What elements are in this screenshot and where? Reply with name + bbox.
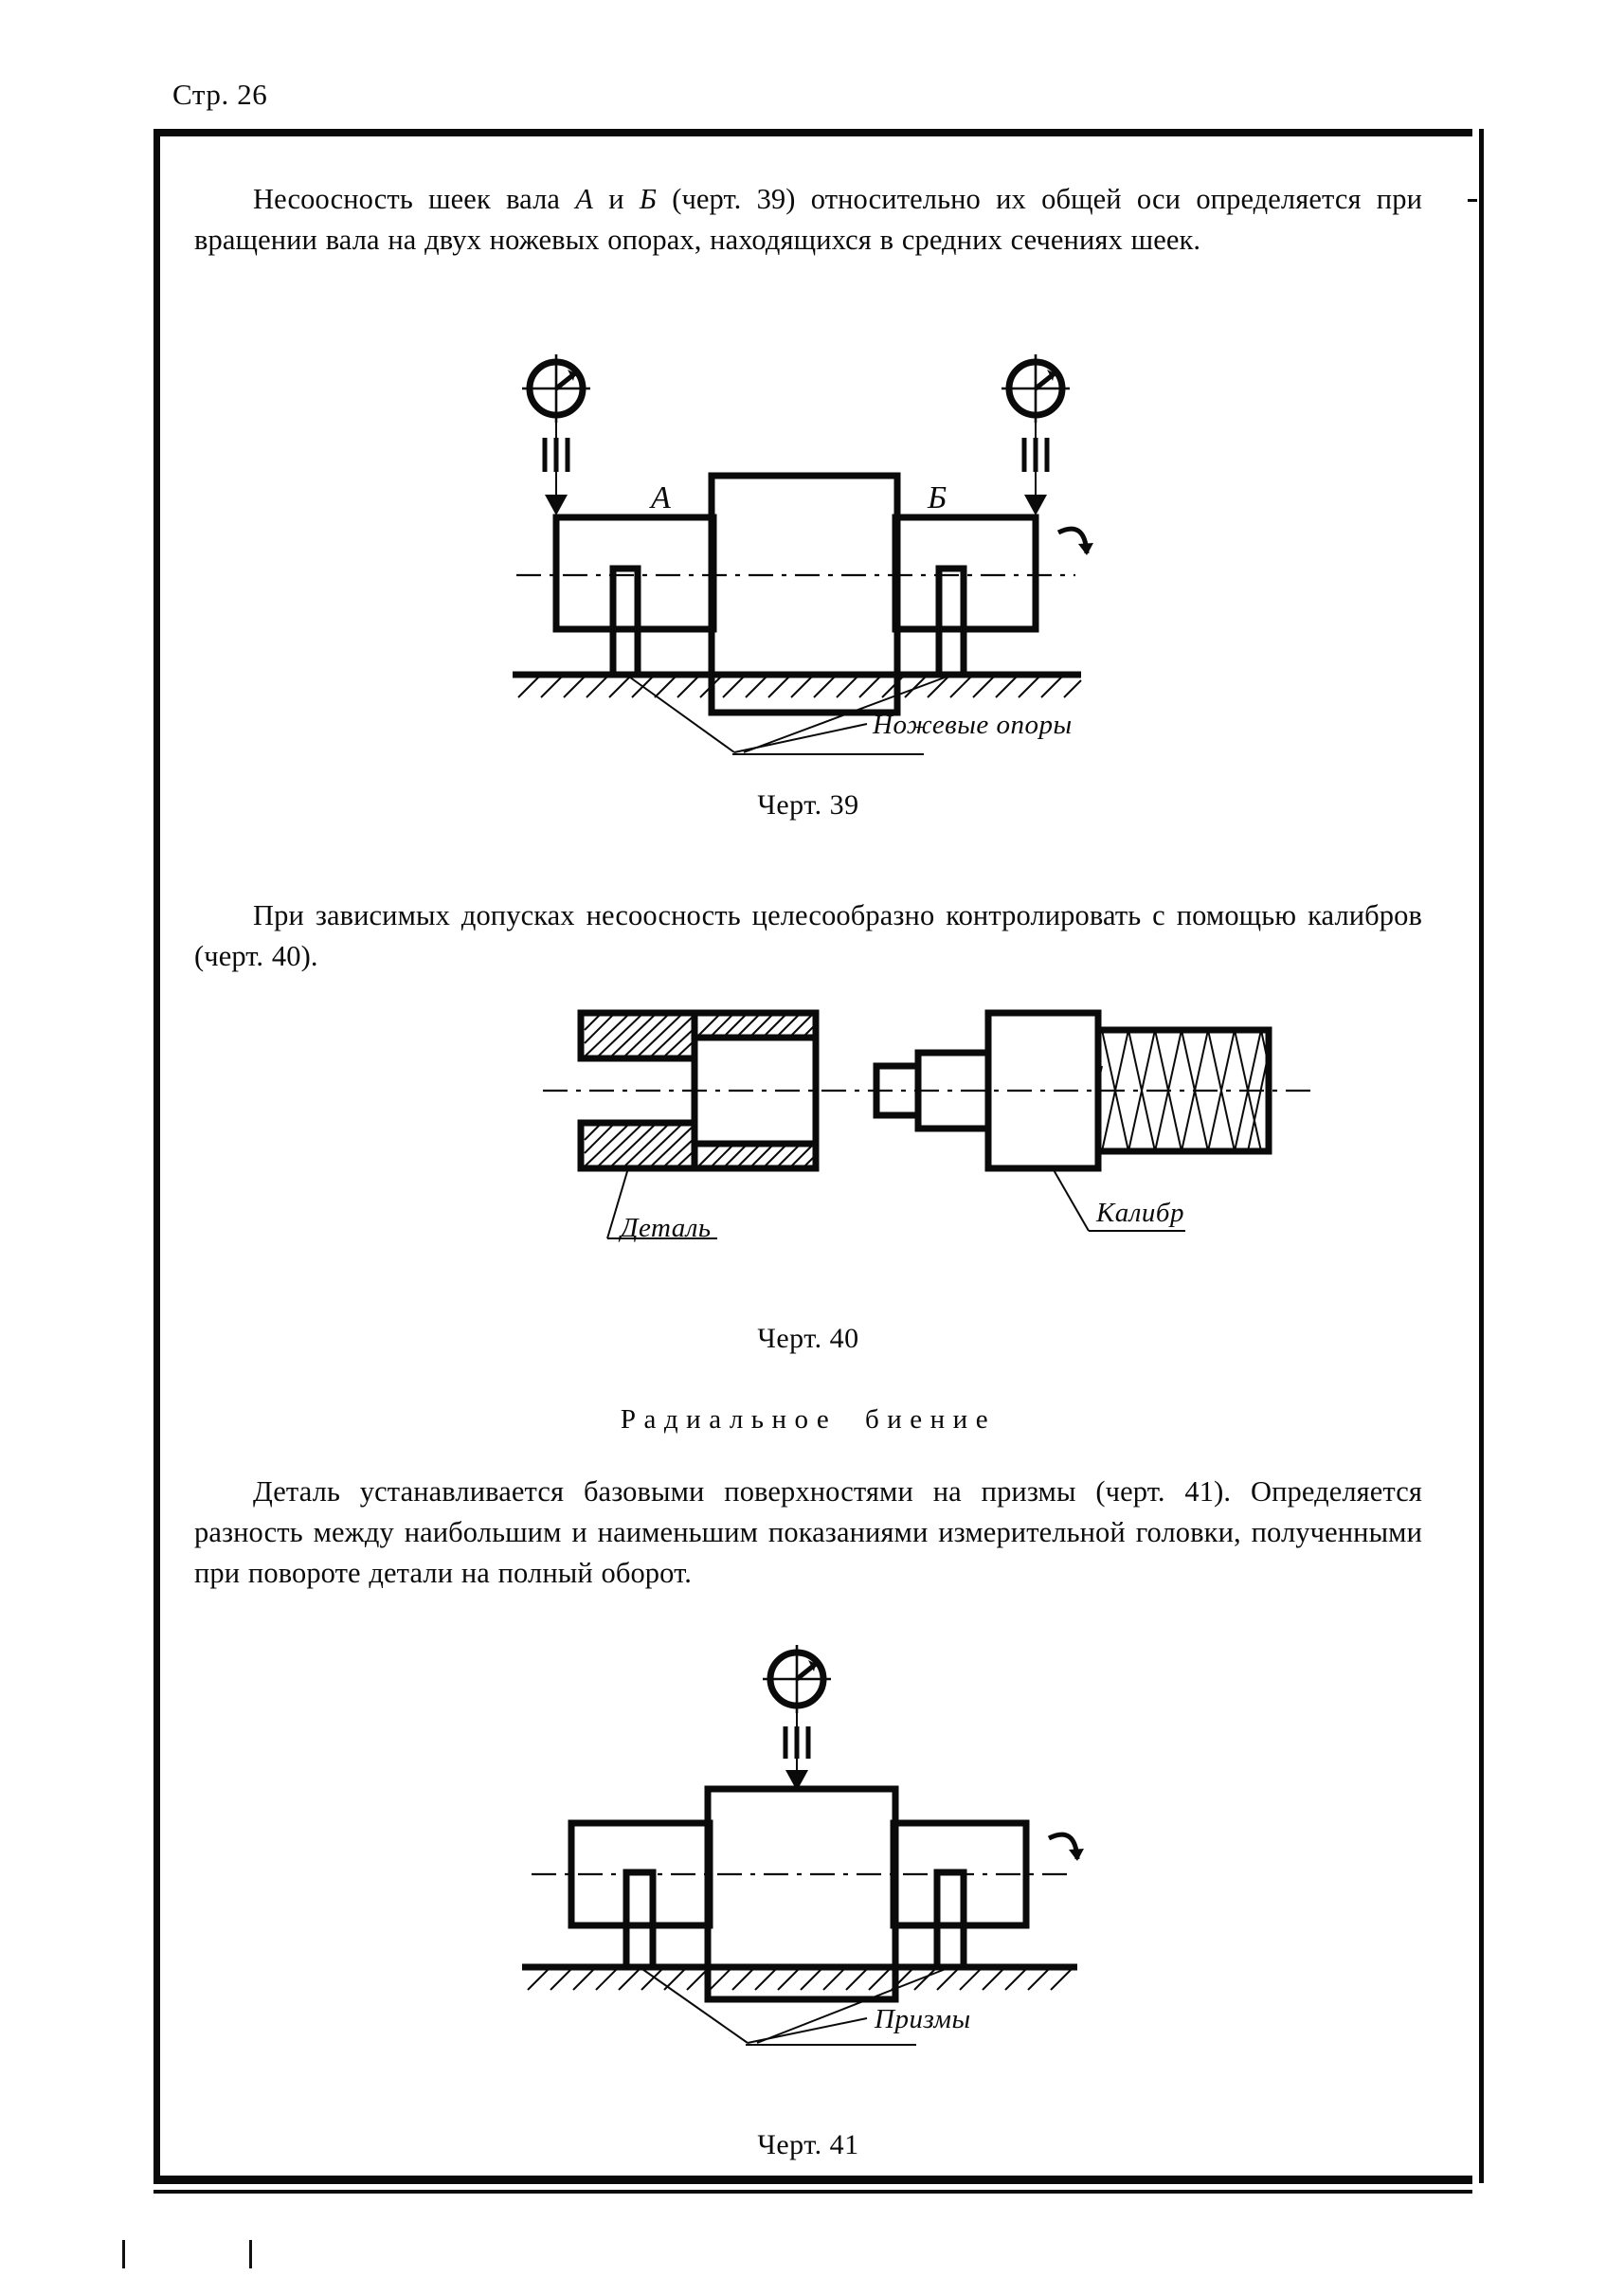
frame-bottom-rule (153, 2176, 1472, 2184)
prism-leader-lines (639, 1966, 951, 2046)
page-number: Стр. 26 (172, 78, 268, 111)
margin-tick-left (122, 2240, 125, 2268)
frame-top-rule (153, 129, 1472, 136)
p2-text: При зависимых допусках несоосность целес… (194, 899, 1422, 972)
part-hatching-top (584, 1014, 694, 1057)
page-frame (153, 129, 1484, 2183)
part-body (577, 1009, 820, 1172)
p3-text: Деталь устанавливается базовыми поверхно… (194, 1475, 1422, 1589)
margin-tick-right (249, 2240, 252, 2268)
figure40-label-part: Деталь (618, 1213, 712, 1243)
figure-40-gauge: Деталь Калибр (327, 971, 1331, 1284)
prism-support-left (623, 1869, 657, 1971)
rotation-arrow-icon (1056, 526, 1093, 555)
p1-label-a: А (575, 183, 594, 215)
measuring-head-icon (763, 1645, 831, 1791)
part-hatching-top-right (697, 1014, 815, 1037)
paragraph-radial-runout: Деталь устанавливается базовыми поверхно… (194, 1472, 1422, 1594)
right-measuring-head-icon (1001, 354, 1070, 515)
p1-label-b: Б (639, 183, 657, 215)
knife-support-left (609, 565, 641, 678)
figure39-label-a: А (649, 480, 671, 515)
gauge-body (873, 1009, 1272, 1172)
figure-41-prisms: Призмы (336, 1620, 1284, 2066)
frame-bottom-rule-secondary (153, 2190, 1472, 2194)
caption-figure-39: Черт. 39 (757, 789, 859, 821)
prism-support-right (933, 1869, 967, 1971)
paragraph-noncoaxiality: Несоосность шеек вала А и Б (черт. 39) о… (194, 179, 1422, 261)
figure39-callout-knife-supports: Ножевые опоры (872, 710, 1073, 740)
rotation-arrow-icon (1047, 1832, 1084, 1861)
paragraph-dependent-tolerances: При зависимых допусках несоосность целес… (194, 895, 1422, 977)
left-measuring-head-icon (522, 354, 590, 515)
ground-hatching (527, 1968, 1073, 1991)
frame-right-notch (1468, 199, 1477, 202)
knife-support-leader-lines (625, 674, 953, 755)
figure39-label-b: Б (927, 480, 947, 515)
caption-figure-41: Черт. 41 (757, 2129, 859, 2160)
p1-text-mid: и (593, 183, 640, 215)
section-heading-radial-runout: Радиальное биение (620, 1404, 997, 1435)
p1-text-post: (черт. 39) относительно их общей оси опр… (194, 183, 1423, 256)
figure-39-knife-supports: А Б Ножевые опоры (336, 332, 1284, 777)
ground-hatching (517, 676, 1082, 698)
figure41-callout-prisms: Призмы (874, 2004, 971, 2034)
figure40-label-gauge: Калибр (1095, 1198, 1184, 1228)
part-hatching-bottom-right (697, 1145, 815, 1167)
p1-text-pre: Несоосность шеек вала (253, 183, 576, 215)
knife-support-right (935, 565, 967, 678)
figure-39-drawing: А Б Ножевые опоры (513, 354, 1093, 755)
figure-41-drawing: Призмы (522, 1645, 1084, 2046)
figure-40-drawing: Деталь Калибр (543, 1009, 1318, 1243)
figure40-leader-lines (606, 1167, 1185, 1239)
caption-figure-40: Черт. 40 (757, 1323, 859, 1354)
part-hatching-bottom (584, 1124, 694, 1167)
